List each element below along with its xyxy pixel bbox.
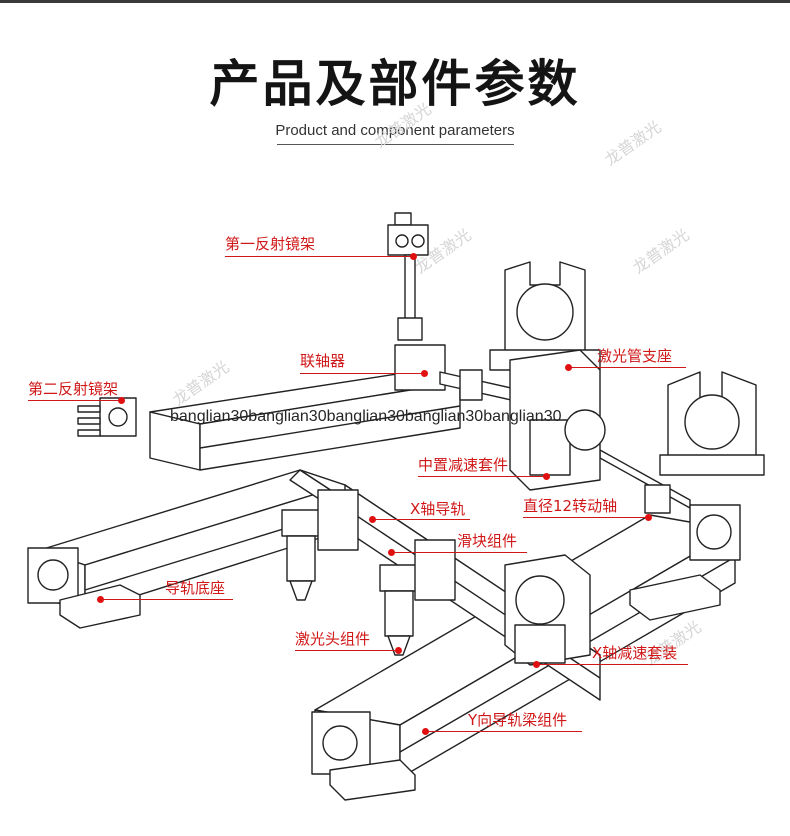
marker-laser-head	[395, 647, 402, 654]
leader-rail-base	[100, 599, 233, 600]
top-rule	[0, 0, 790, 3]
label-laser-head: 激光头组件	[295, 630, 371, 648]
first-mirror-mount	[387, 212, 429, 341]
leader-laser-tube-support	[568, 367, 686, 368]
x-rail-upper	[149, 371, 461, 471]
watermark-overlay: banglian30banglian30banglian30banglian30…	[170, 408, 562, 425]
leader-second-mirror-mount	[28, 400, 122, 401]
page-title: 产品及部件参数	[209, 55, 581, 113]
label-drive-shaft: 直径12转动轴	[523, 497, 618, 515]
shaft	[394, 344, 691, 514]
marker-x-reducer	[533, 661, 540, 668]
label-x-reducer: X轴减速套装	[592, 644, 678, 662]
leader-coupler	[300, 373, 424, 374]
leader-y-beam	[425, 731, 582, 732]
leader-x-reducer	[536, 664, 688, 665]
leader-slider	[391, 552, 527, 553]
marker-y-beam	[422, 728, 429, 735]
label-center-reducer: 中置减速套件	[418, 456, 509, 474]
leader-laser-head	[295, 650, 398, 651]
leader-drive-shaft	[523, 517, 648, 518]
marker-center-reducer	[543, 473, 550, 480]
label-second-mirror-mount: 第二反射镜架	[28, 380, 119, 398]
second-mirror-mount	[77, 397, 137, 437]
marker-rail-base	[97, 596, 104, 603]
marker-second-mirror-mount	[118, 397, 125, 404]
center-reducer	[509, 349, 606, 491]
label-slider: 滑块组件	[457, 532, 518, 550]
subtitle-underline	[277, 144, 514, 145]
laser-head-1	[281, 489, 359, 601]
label-rail-base: 导轨底座	[165, 579, 226, 597]
y-rail-left	[27, 469, 346, 629]
marker-laser-tube-support	[565, 364, 572, 371]
leader-first-mirror-mount	[225, 256, 413, 257]
label-first-mirror-mount: 第一反射镜架	[225, 235, 316, 253]
label-coupler: 联轴器	[300, 352, 346, 370]
leader-center-reducer	[418, 476, 546, 477]
marker-drive-shaft	[645, 514, 652, 521]
leader-x-rail	[372, 519, 470, 520]
x-axis-reducer	[504, 554, 591, 666]
label-y-beam: Y向导轨梁组件	[468, 711, 568, 729]
label-laser-tube-support: 激光管支座	[597, 347, 673, 365]
marker-first-mirror-mount	[410, 253, 417, 260]
marker-x-rail	[369, 516, 376, 523]
marker-coupler	[421, 370, 428, 377]
label-x-rail: X轴导轨	[410, 500, 466, 518]
page-subtitle: Product and component parameters	[275, 122, 515, 139]
marker-slider	[388, 549, 395, 556]
